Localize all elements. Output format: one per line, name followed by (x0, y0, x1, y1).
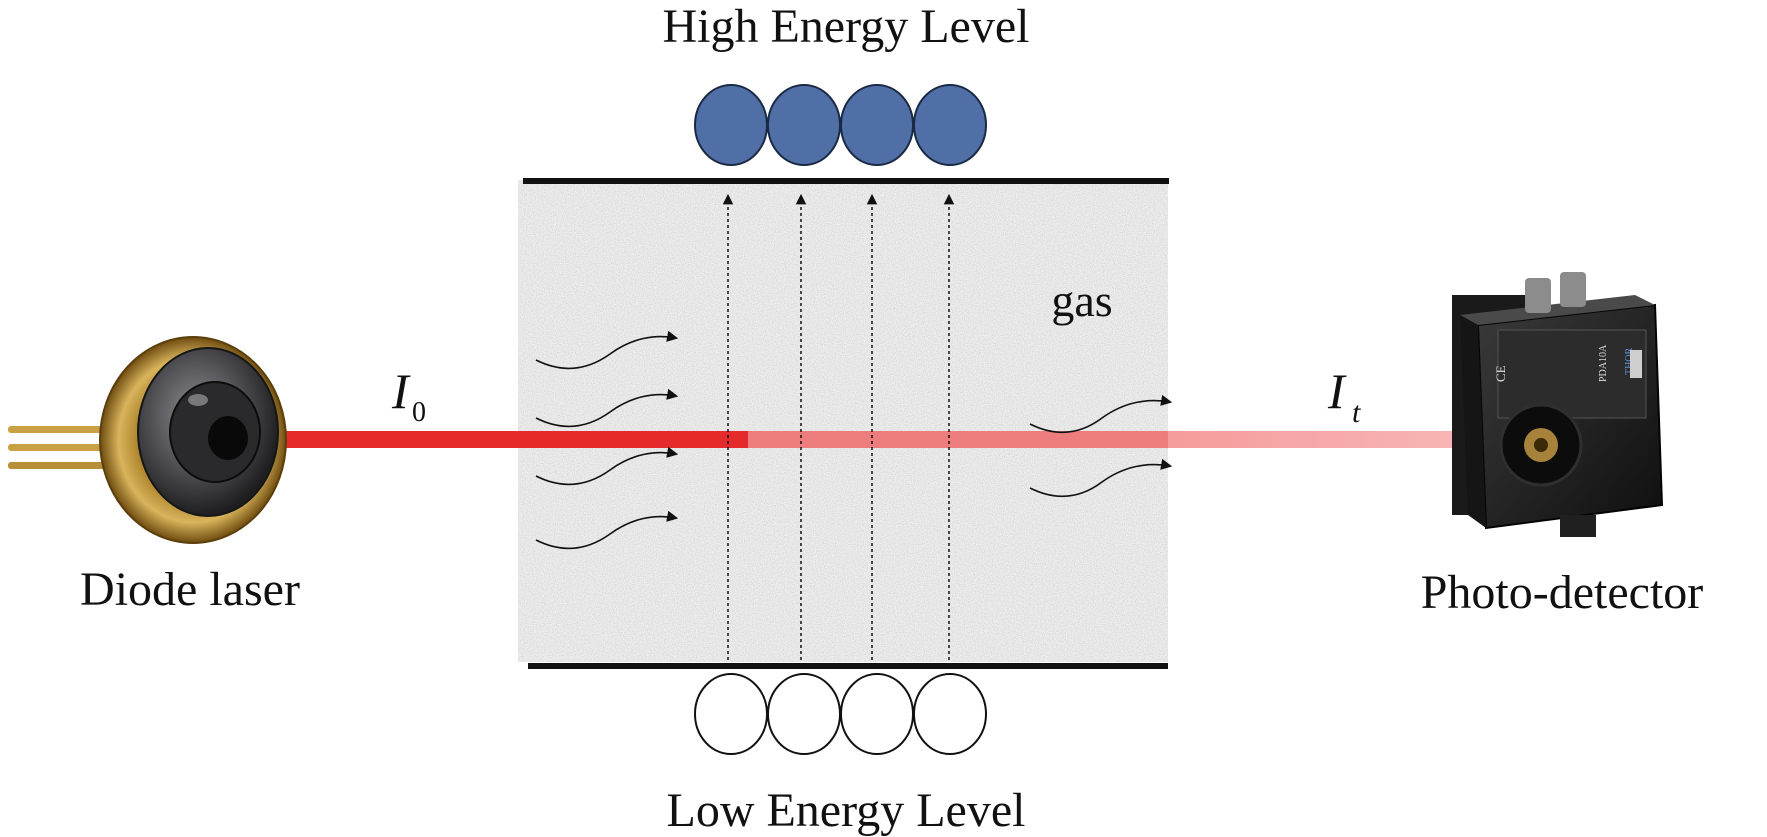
gas-flow-arrows-left (535, 330, 679, 550)
detector-model-text: PDA10A (1598, 344, 1609, 382)
gas-cell (518, 180, 1168, 662)
photo-detector-label: Photo-detector (1421, 566, 1704, 619)
excitation-arrows (722, 193, 955, 660)
incident-intensity-label: I 0 (391, 363, 426, 428)
excited-molecule (913, 84, 987, 166)
high-energy-level-line (523, 178, 1169, 184)
excited-molecules (694, 84, 987, 166)
ground-molecule (913, 673, 987, 755)
laser-beam-attenuated (748, 431, 1168, 448)
ce-mark: CE (1493, 365, 1508, 382)
transmitted-intensity-symbol: I (1327, 363, 1347, 419)
excited-molecule (840, 84, 914, 166)
diode-laser-label: Diode laser (80, 563, 300, 616)
gas-flow-arrow (535, 446, 679, 486)
incident-intensity-symbol: I (391, 363, 411, 419)
gas-flow-arrow (1029, 394, 1173, 434)
detector-device-label: CE PDA10A THOR (1493, 329, 1647, 419)
detector-brand-text: THOR (1624, 347, 1635, 375)
laser-beam-incident (228, 431, 748, 448)
ground-molecule (767, 673, 841, 755)
gas-label: gas (1051, 275, 1112, 326)
gas-flow-arrow (535, 388, 679, 428)
low-energy-level-line (528, 663, 1168, 669)
excited-molecule (767, 84, 841, 166)
gas-flow-arrows-right (1029, 394, 1173, 498)
excited-molecule (694, 84, 768, 166)
gas-flow-arrow (1029, 458, 1173, 498)
ground-molecules (694, 673, 987, 755)
ground-molecule (840, 673, 914, 755)
gas-flow-arrow (535, 330, 679, 370)
transmitted-intensity-label: I t (1327, 363, 1361, 429)
ground-molecule (694, 673, 768, 755)
transmitted-intensity-subscript: t (1352, 396, 1361, 429)
gas-flow-arrow (535, 510, 679, 550)
photodetector-icon: CE PDA10A THOR (1452, 272, 1664, 537)
incident-intensity-subscript: 0 (412, 397, 426, 428)
high-energy-level-label: High Energy Level (662, 0, 1029, 53)
laser-beam-transmitted (1168, 431, 1478, 448)
diode-laser-icon (8, 336, 287, 544)
low-energy-level-label: Low Energy Level (667, 784, 1026, 837)
